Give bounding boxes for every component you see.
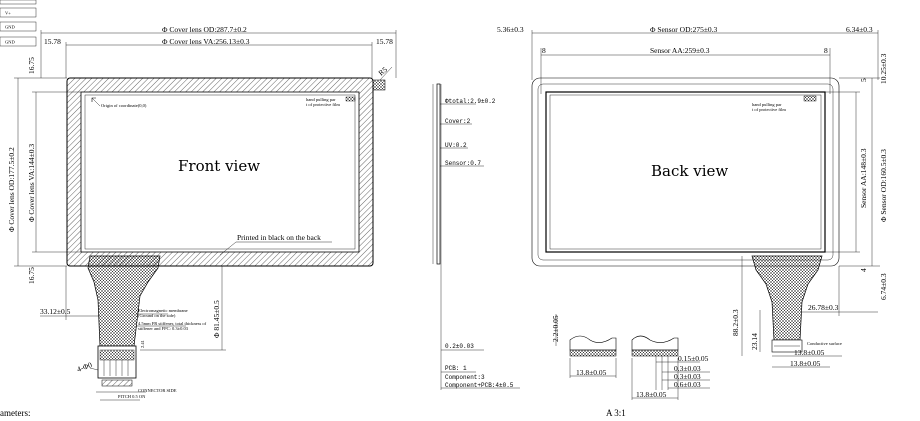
pin-label-table: V+ GND GND: [0, 0, 37, 47]
detail-t3: 0.3±0.03: [674, 372, 701, 381]
front-hand-note-1: hand pulling par: [306, 97, 336, 102]
side-cover: Cover:2: [445, 118, 471, 125]
front-fpc-offset: 33.12±0.5: [40, 307, 71, 316]
front-view-title: Front view: [178, 157, 260, 175]
back-sensor-area: [545, 91, 826, 253]
side-component-pcb: Component+PCB:4±0.5: [445, 382, 514, 389]
printed-note: Printed in black on the back: [237, 233, 321, 242]
front-cover-va-height: Φ Cover lens VA:144±0.3: [27, 144, 36, 222]
back-top-margin: 10.25±0.3: [879, 53, 888, 84]
detail-t1: 0.15±0.05: [678, 354, 709, 363]
back-hand-note-1: hand pulling par: [752, 102, 782, 107]
footer-note: ameters:: [0, 408, 31, 418]
front-pin-angle: 4-Φ0: [76, 360, 94, 374]
front-viewing-area: [80, 91, 360, 253]
back-sensor-od-height: Φ Sensor OD:160.5±0.3: [879, 149, 888, 222]
pin-label-vplus: V+: [5, 11, 11, 16]
detail-t4: 0.6±0.03: [674, 380, 701, 389]
pin-label-gnd-2: GND: [5, 40, 15, 45]
back-sensor-aa-height: Sensor AA:148±0.3: [859, 148, 868, 208]
front-view: Φ Cover lens OD:287.7±0.2 Φ Cover lens V…: [7, 25, 397, 401]
front-cover-od-width: Φ Cover lens OD:287.7±0.2: [162, 25, 247, 34]
back-fpc-width-1: 13.8±0.05: [794, 348, 825, 357]
detail-width-1: 13.8±0.05: [576, 368, 607, 377]
back-fpc-length: 88.2±0.3: [731, 309, 740, 336]
side-fpc: 0.2±0.03: [445, 343, 474, 350]
detail-a: 2.2±0.05 13.8±0.05 13.8±0.05 0.15±0.05 0…: [551, 314, 710, 418]
connector-note-2: PITCH 0.5 ON: [118, 394, 146, 399]
back-fpc-tail: [751, 255, 823, 341]
front-cover-od-height: Φ Cover lens OD:177.5±0.2: [7, 147, 16, 232]
front-top-margin: 16.75: [27, 57, 36, 74]
back-fpc-width-2: 13.8±0.05: [790, 359, 821, 368]
pin-label-gnd-1: GND: [5, 25, 15, 30]
front-fpc-tail: [87, 255, 161, 347]
back-panel-outline: [531, 77, 840, 267]
stiffener-note-2: stiffener and FPC: 0.3±0.03: [138, 326, 189, 331]
side-pcb: PCB: 1: [445, 365, 467, 372]
back-sensor-od-width: Φ Sensor OD:275±0.3: [650, 25, 718, 34]
origin-note: Origin of coordinate(0,0): [101, 103, 147, 109]
back-hand-note-2: t of protective film: [752, 107, 786, 112]
detail-scale: A 3:1: [606, 408, 626, 418]
side-uv: UV:0.2: [445, 142, 467, 149]
back-right-offset: 6.34±0.3: [846, 25, 873, 34]
front-right-margin: 15.78: [376, 37, 393, 46]
detail-width-2: 13.8±0.05: [636, 390, 667, 399]
side-sensor: Sensor:0.7: [445, 160, 481, 167]
corner-radius-label: R5: [377, 65, 390, 78]
back-view-title: Back view: [651, 162, 728, 180]
detail-height: 2.2±0.05: [551, 315, 560, 342]
back-right-gap: 8: [824, 46, 828, 55]
back-left-offset: 5.36±0.3: [497, 25, 524, 34]
front-bottom-margin: 16.75: [27, 267, 36, 284]
emi-note-1: Electromagnetic membrane: [138, 308, 188, 313]
stiffener-note-1: 4.5mm FR stiffener, total thickness of: [138, 321, 207, 327]
back-top-gap: 5: [859, 78, 868, 82]
conductive-note: Conductive surface: [807, 341, 842, 346]
detail-left-strip: [569, 349, 617, 357]
front-hand-note-2: t of protective film: [306, 102, 340, 107]
connector-note-1: CONNECTOR SIDE: [138, 388, 177, 393]
side-component: Component:3: [445, 374, 485, 381]
side-view: Φtotal:2.9±0.2 Cover:2 UV:0.2 Sensor:0.7…: [432, 83, 520, 390]
side-total: Φtotal:2.9±0.2: [445, 98, 496, 105]
front-left-margin: 15.78: [44, 37, 61, 46]
detail-right-strip: [631, 349, 679, 357]
front-cover-va-width: Φ Cover lens VA:256.13±0.3: [162, 37, 250, 46]
back-fpc-offset: 26.78±0.3: [808, 303, 839, 312]
back-bottom-margin: 6.74±0.3: [879, 273, 888, 300]
back-bottom-gap: 4: [859, 268, 868, 272]
back-view: Φ Sensor OD:275±0.3 Sensor AA:259±0.3 5.…: [497, 25, 888, 368]
detail-t2: 0.3±0.03: [674, 364, 701, 373]
emi-note-2: (Ground on the side): [138, 313, 176, 318]
back-sensor-aa-width: Sensor AA:259±0.3: [650, 46, 710, 55]
side-panel: [436, 83, 441, 265]
front-fpc-width-small: 2.41: [140, 340, 145, 348]
front-fpc-length: Φ 81.45±0.5: [212, 300, 221, 338]
back-fpc-mid: 23.14: [750, 333, 759, 350]
back-left-gap: 8: [542, 46, 546, 55]
